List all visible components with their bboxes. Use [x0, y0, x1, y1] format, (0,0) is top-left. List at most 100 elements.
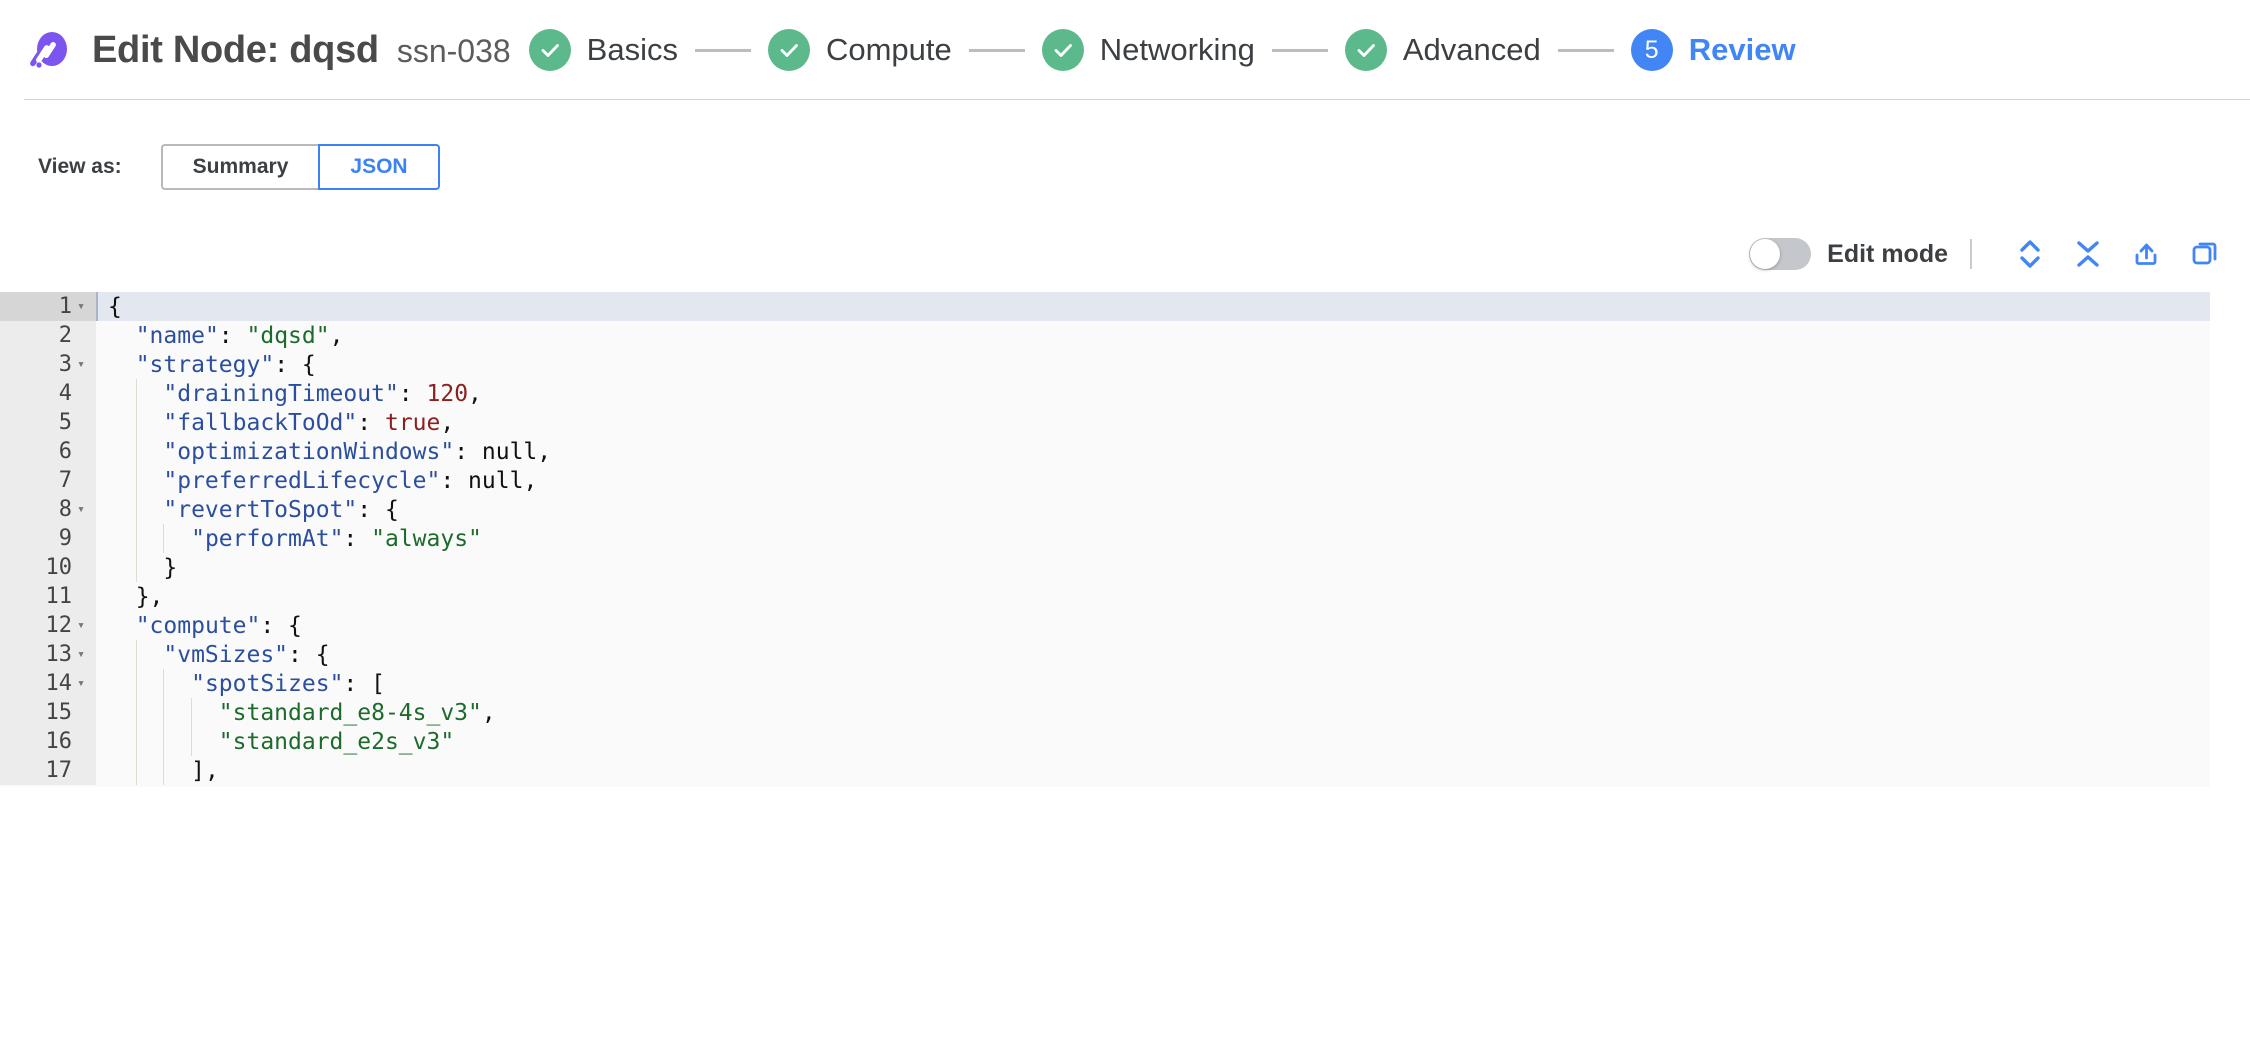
code-line[interactable]: 15 "standard_e8-4s_v3",	[0, 698, 2210, 727]
code-line[interactable]: 3 ▾ "strategy": {	[0, 350, 2210, 379]
fold-toggle-icon[interactable]: ▾	[77, 647, 85, 662]
line-number: 5	[58, 409, 72, 435]
title-block: Edit Node: dqsd ssn-038	[92, 29, 511, 72]
expand-all-icon[interactable]	[2008, 234, 2052, 274]
code-line[interactable]: 2 "name": "dqsd",	[0, 321, 2210, 350]
indent-guide	[135, 669, 137, 698]
stepper-item-networking[interactable]: Networking	[1041, 29, 1255, 71]
line-number: 3	[58, 351, 72, 377]
line-number: 12	[45, 612, 73, 638]
step-check-icon	[528, 29, 571, 71]
fold-toggle-icon[interactable]: ▾	[77, 676, 85, 691]
copy-icon[interactable]	[2182, 234, 2226, 274]
code-line[interactable]: 8 ▾ "revertToSpot": {	[0, 495, 2210, 524]
line-number-gutter: 13 ▾	[0, 640, 96, 669]
export-icon[interactable]	[2124, 234, 2168, 274]
code-line-content: "optimizationWindows": null,	[96, 437, 2210, 466]
stepper-item-label: Compute	[825, 32, 952, 67]
editor-toolbar: Edit mode	[0, 232, 2250, 276]
code-line-content: "revertToSpot": {	[96, 495, 2210, 524]
step-check-icon	[1344, 29, 1387, 71]
stepper-item-label: Advanced	[1402, 32, 1541, 67]
code-line-content: "fallbackToOd": true,	[96, 408, 2210, 437]
indent-guide	[135, 553, 137, 582]
indent-guide	[163, 524, 165, 553]
view-as-summary-button[interactable]: Summary	[160, 144, 319, 190]
line-number-gutter: 10	[0, 553, 96, 582]
line-number: 10	[45, 554, 73, 580]
code-line[interactable]: 17 ],	[0, 756, 2210, 785]
step-check-icon	[1041, 29, 1084, 71]
step-connector	[1271, 48, 1328, 52]
code-line[interactable]: 12▾ "compute": {	[0, 611, 2210, 640]
code-line[interactable]: 9 "performAt": "always"	[0, 524, 2210, 553]
code-line[interactable]: 1▾{	[0, 292, 2210, 321]
line-number: 13	[45, 641, 73, 667]
code-line[interactable]: 10 }	[0, 553, 2210, 582]
line-number: 11	[45, 583, 73, 609]
line-number-gutter: 2	[0, 321, 96, 350]
fold-toggle-icon[interactable]: ▾	[77, 299, 85, 314]
edit-mode-toggle[interactable]	[1749, 238, 1812, 270]
code-tokens: "performAt": "always"	[191, 525, 482, 552]
indent-guide	[135, 524, 137, 553]
code-line-content: "strategy": {	[96, 350, 2210, 379]
line-number: 7	[58, 467, 72, 493]
line-number: 16	[45, 728, 73, 754]
line-number: 17	[45, 757, 73, 783]
edit-mode-label: Edit mode	[1827, 239, 1948, 268]
fold-toggle-icon[interactable]: ▾	[77, 502, 85, 517]
code-line[interactable]: 16 "standard_e2s_v3"	[0, 727, 2210, 756]
line-number: 8	[58, 496, 72, 522]
indent-guide	[163, 669, 165, 698]
line-number-gutter: 12 ▾	[0, 611, 96, 640]
code-line-content: "performAt": "always"	[96, 524, 2210, 553]
json-editor[interactable]: 1▾{2 "name": "dqsd",3▾ "strategy": {4 "d…	[0, 292, 2210, 787]
fold-toggle-icon[interactable]: ▾	[77, 357, 85, 372]
indent-guide	[163, 756, 165, 785]
edit-mode-toggle-knob	[1750, 239, 1781, 269]
code-line[interactable]: 13 ▾ "vmSizes": {	[0, 640, 2210, 669]
stepper-item-advanced[interactable]: Advanced	[1344, 29, 1541, 71]
spot-logo-icon	[24, 27, 70, 73]
code-line[interactable]: 7 "preferredLifecycle": null,	[0, 466, 2210, 495]
fold-toggle-icon[interactable]: ▾	[77, 618, 85, 633]
code-line[interactable]: 6 "optimizationWindows": null,	[0, 437, 2210, 466]
step-number-badge: 5	[1630, 29, 1673, 71]
line-number: 6	[58, 438, 72, 464]
code-line-content: "standard_e2s_v3"	[96, 727, 2210, 756]
stepper-item-basics[interactable]: Basics	[528, 29, 678, 71]
view-as-json-button[interactable]: JSON	[318, 144, 440, 190]
stepper-item-label: Review	[1688, 32, 1796, 67]
toolbar-divider	[1970, 239, 1972, 269]
code-tokens: },	[135, 583, 164, 610]
line-number-gutter: 16	[0, 727, 96, 756]
header-divider	[24, 99, 2250, 100]
stepper-item-compute[interactable]: Compute	[767, 29, 952, 71]
indent-guide	[135, 408, 137, 437]
indent-guide	[135, 640, 137, 669]
step-connector	[968, 48, 1025, 52]
code-line-content: "vmSizes": {	[96, 640, 2210, 669]
view-as-label: View as:	[38, 155, 122, 178]
code-tokens: "revertToSpot": {	[163, 496, 399, 523]
line-number-gutter: 7	[0, 466, 96, 495]
indent-guide	[135, 379, 137, 408]
code-line[interactable]: 4 "drainingTimeout": 120,	[0, 379, 2210, 408]
step-check-icon	[767, 29, 810, 71]
step-connector	[1557, 48, 1614, 52]
step-connector	[694, 48, 751, 52]
code-line-content: "spotSizes": [	[96, 669, 2210, 698]
code-tokens: "standard_e2s_v3"	[218, 728, 455, 755]
code-line[interactable]: 14▾ "spotSizes": [	[0, 669, 2210, 698]
indent-guide	[135, 466, 137, 495]
code-line[interactable]: 5 "fallbackToOd": true,	[0, 408, 2210, 437]
view-as-row: View as: Summary JSON	[0, 144, 2250, 190]
step-number: 5	[1644, 35, 1659, 64]
indent-guide	[135, 495, 137, 524]
collapse-all-icon[interactable]	[2066, 234, 2110, 274]
code-line[interactable]: 11 },	[0, 582, 2210, 611]
indent-guide	[163, 727, 165, 756]
code-line-content: "name": "dqsd",	[96, 321, 2210, 350]
stepper-item-review[interactable]: 5 Review	[1630, 29, 1796, 71]
